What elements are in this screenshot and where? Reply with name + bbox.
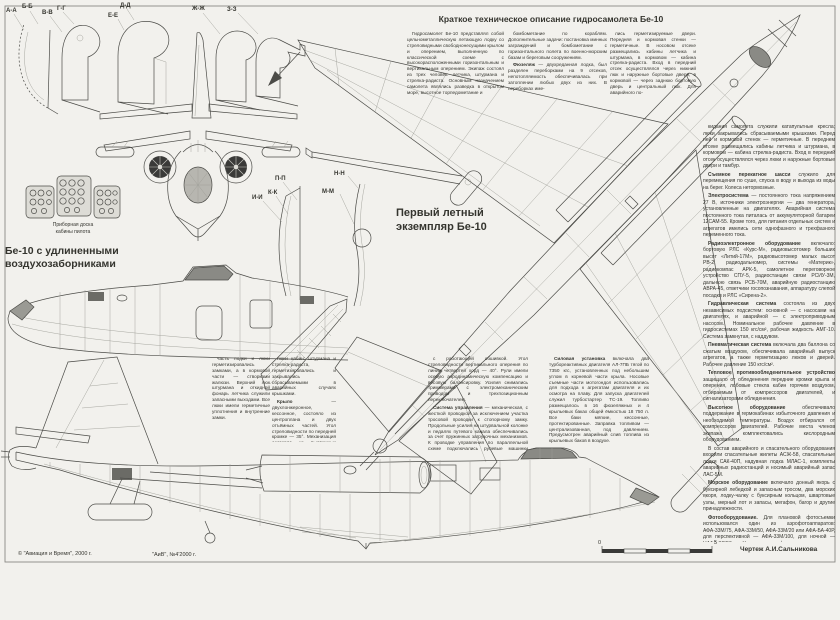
- scale-zero: 0: [598, 540, 602, 546]
- engine-intake-left: [143, 150, 177, 184]
- nose-hatch: [88, 292, 104, 301]
- paragraph: Фотооборудование. Для плановой фотосъемк…: [703, 514, 835, 543]
- page-frame: [4, 5, 836, 563]
- side-nacelle: [245, 454, 432, 494]
- mid-column-a: часть лодки и люки герметизировались зам…: [212, 356, 270, 440]
- paragraph: Радиоэлектронное оборудование включало: …: [703, 240, 835, 299]
- section-label-zz: З-З: [227, 7, 237, 13]
- paragraph: В состав аварийного и спасательного обор…: [703, 445, 835, 478]
- engine-intake-right: [219, 150, 253, 184]
- section-label-ee: Е-Е: [108, 13, 119, 19]
- scale-five: 5: [714, 540, 718, 546]
- mid-column-d: Силовая установка включала два турбореак…: [549, 356, 649, 456]
- intro-column-3: лись герметизируемые двери. Передняя и к…: [610, 31, 696, 121]
- paragraph: с работающей обшивкой. Угол стреловиднос…: [428, 356, 528, 403]
- side-canopy: [520, 447, 578, 460]
- first-prototype-label: Первый летный экземпляр Бе-10: [396, 207, 487, 233]
- drawing-credit: Чертеж А.И.Сальникова: [740, 546, 818, 553]
- paragraph: Съемное перекатное шасси служило для пер…: [703, 171, 835, 191]
- right-description-column: кидания самолета служили катапультные кр…: [703, 124, 835, 542]
- page-title: Краткое техническое описание гидросамоле…: [438, 14, 664, 24]
- section-label-vv: В-В: [42, 10, 53, 16]
- cross-sections: [13, 8, 306, 115]
- paragraph: Гидравлическая система состояла из двух …: [703, 301, 835, 340]
- paragraph: Высотное оборудование обеспечивало подде…: [703, 404, 835, 444]
- long-intakes-label: Бе-10 с удлиненными воздухозаборниками: [5, 245, 119, 271]
- plan-view: [297, 14, 801, 513]
- paragraph: люки кабин: штурмана и стрелка-радиста, …: [272, 356, 336, 397]
- intro-column-2: бомбометание по кораблям. Дополнительные…: [508, 31, 607, 115]
- section-label-bb: Б-Б: [22, 4, 33, 10]
- section-label-kk: К-К: [268, 190, 278, 196]
- section-label-dd: Д-Д: [120, 3, 131, 9]
- paragraph: часть лодки и люки герметизировались зам…: [212, 356, 270, 420]
- nose-glazing: [9, 299, 35, 321]
- section-detail-left: [262, 181, 301, 300]
- paragraph: Пневматическая система включала два балл…: [703, 342, 835, 368]
- wingtip-float-detail: [305, 147, 483, 206]
- front-view: [95, 31, 301, 241]
- side-view: [0, 356, 660, 550]
- section-label-nn: Н-Н: [334, 171, 345, 177]
- section-label-aa: А-А: [6, 8, 17, 14]
- instrument-panel: [25, 175, 121, 219]
- scale-bar: [601, 546, 713, 554]
- mid-column-b: люки кабин: штурмана и стрелка-радиста, …: [272, 356, 336, 442]
- paragraph: лись герметизируемые двери. Передняя и к…: [610, 31, 696, 95]
- instrument-panel-caption: Приборная доска кабины пилота: [52, 222, 94, 235]
- section-label-pp: П-П: [275, 176, 286, 182]
- paragraph: Гидросамолет Бе-10 представлял собой цел…: [407, 31, 504, 95]
- issue-note: "АиВ", №4'2000 г.: [152, 552, 197, 558]
- section-label-mm: М-М: [322, 189, 334, 195]
- section-label-gg: Г-Г: [57, 6, 66, 12]
- copyright-note: © "Авиация и Время", 2000 г.: [18, 551, 92, 557]
- section-label-zhzh: Ж-Ж: [192, 6, 205, 12]
- right-wingtip-float: [670, 451, 720, 513]
- paragraph: Электросистема — постоянного тока напряж…: [703, 193, 835, 238]
- intro-column-1: Гидросамолет Бе-10 представлял собой цел…: [407, 31, 504, 115]
- mid-column-c: с работающей обшивкой. Угол стреловиднос…: [428, 356, 528, 452]
- paragraph: Силовая установка включала два турбореак…: [549, 356, 649, 444]
- paragraph: Фюзеляж — двухреданная лодка, был раздел…: [508, 62, 607, 91]
- paragraph: Система управления — механическая, с жес…: [428, 405, 528, 452]
- section-label-ii: И-И: [252, 195, 263, 201]
- nose-detail-side-view: [7, 264, 349, 361]
- section-detail-right: [339, 175, 372, 307]
- paragraph: Морское оборудование включало донный яко…: [703, 480, 835, 512]
- paragraph: Тепловое противообледенительное устройст…: [703, 370, 835, 402]
- paragraph: Крыло — двухлонжеронное, кессонное, сост…: [272, 399, 336, 442]
- wing-panel-detail: [260, 298, 348, 391]
- nose-canopy: [184, 265, 234, 281]
- view-arrow: [268, 51, 301, 86]
- paragraph: бомбометание по кораблям. Дополнительные…: [508, 31, 607, 60]
- paragraph: кидания самолета служили катапультные кр…: [703, 124, 835, 169]
- plan-canopy: [748, 46, 772, 68]
